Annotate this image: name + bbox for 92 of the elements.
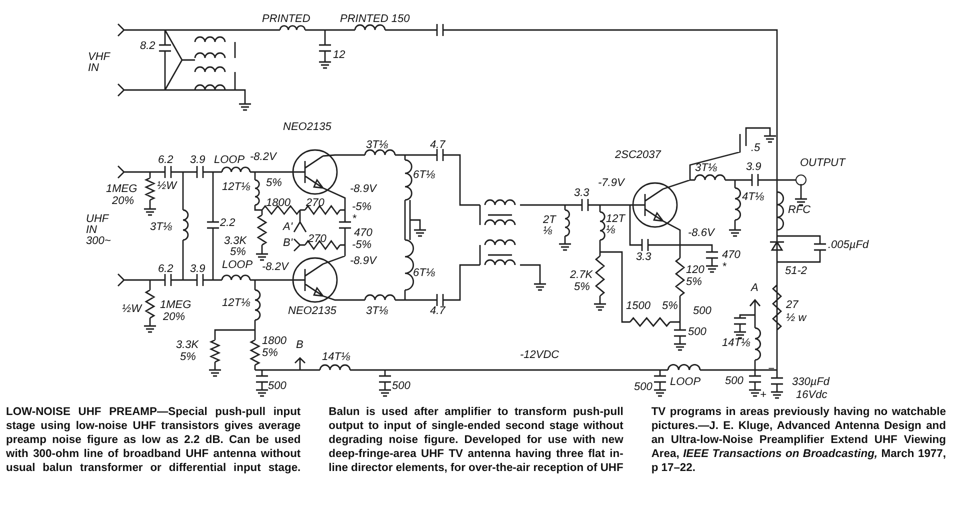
value-label: 20% bbox=[163, 312, 186, 323]
voltage-label: -12VDC bbox=[520, 350, 560, 361]
coil-label: 6T⅛ bbox=[413, 170, 436, 181]
coil-label: LOOP bbox=[670, 377, 701, 388]
value-label: 5% bbox=[230, 247, 246, 258]
terminal-label: OUTPUT bbox=[800, 158, 846, 169]
value-label: 1500 bbox=[626, 301, 650, 312]
value-label: ½W bbox=[122, 304, 142, 315]
voltage-label: -8.2V bbox=[250, 152, 276, 163]
value-label: 6.2 bbox=[158, 155, 174, 166]
voltage-label: -8.9V bbox=[350, 184, 376, 195]
value-label: 120 bbox=[686, 265, 704, 276]
coil-label: 12T⅛ bbox=[222, 182, 250, 193]
value-label: 2.7K bbox=[570, 270, 593, 281]
value-label: 500 bbox=[688, 327, 706, 338]
value-label: 5% bbox=[662, 301, 678, 312]
value-label: 3.9 bbox=[190, 264, 206, 275]
coil-label: 3T⅛ bbox=[366, 140, 388, 151]
value-label: 8.2 bbox=[140, 41, 156, 52]
value-label: 1MEG bbox=[106, 184, 138, 195]
value-label: 1800 bbox=[266, 198, 290, 209]
voltage-label: -8.2V bbox=[262, 262, 288, 273]
value-label: 500 bbox=[725, 376, 744, 387]
value-label: 3.3K bbox=[176, 340, 199, 351]
coil-label: PRINTED 150 bbox=[340, 14, 410, 25]
value-label: 270 bbox=[308, 234, 326, 245]
value-label: 3.3K bbox=[224, 236, 247, 247]
note-mark: * bbox=[722, 262, 726, 273]
value-label: 4.7 bbox=[430, 140, 446, 151]
value-label: .005µFd bbox=[828, 240, 869, 251]
value-label: 5% bbox=[266, 178, 282, 189]
coil-label: PRINTED bbox=[262, 14, 310, 25]
value-label: -5% bbox=[352, 202, 372, 213]
value-label: 3.9 bbox=[746, 162, 762, 173]
value-label: 6.2 bbox=[158, 264, 174, 275]
part-number: NEO2135 bbox=[283, 122, 332, 133]
terminal-label: A' bbox=[283, 222, 292, 233]
note-mark: + bbox=[760, 390, 766, 401]
terminal-label: VHF IN bbox=[88, 52, 112, 74]
coil-label: LOOP bbox=[214, 155, 245, 166]
value-label: 3.9 bbox=[190, 155, 206, 166]
coil-label: 2T ⅛ bbox=[543, 215, 558, 237]
value-label: 5% bbox=[686, 277, 702, 288]
coil-label: 12T ⅛ bbox=[606, 214, 626, 236]
coil-label: RFC bbox=[788, 205, 811, 216]
value-label: 330µFd bbox=[792, 377, 830, 388]
value-label: 12 bbox=[333, 50, 346, 61]
value-label: 5% bbox=[574, 282, 590, 293]
value-label: 20% bbox=[112, 196, 134, 207]
value-label: 500 bbox=[634, 382, 652, 393]
caption-text: LOW-NOISE UHF PREAMP—Special push-pull input stage using low-noise UHF transistors gives average preamp noise figure as low as 2.2 dB. Can be used with 300-ohm line of broadband UHF antenna without usual balun transformer or differential input stage. Balun is used after amplifier to transform push-pull output to input of single-ended second stage without degrading noise figure. Developed for use with new deep-fringe-area UHF TV antenna having three flat in-line director elements, for over-the-air reception of UHF TV programs in areas previously having no watchable pictures.—J. E. Kluge, Advanced Antenna Design and an Ultra-low-Noise Preamplifier Extend UHF Viewing Area, IEEE Transactions on Broadcasting, March 1977, p 17–22. bbox=[6, 405, 946, 475]
coil-label: 6T⅛ bbox=[413, 268, 436, 279]
value-label: 500 bbox=[693, 306, 712, 317]
value-label: ½ w bbox=[786, 313, 806, 324]
voltage-label: -7.9V bbox=[598, 178, 624, 189]
value-label: 3.3 bbox=[636, 252, 652, 263]
value-label: 1800 bbox=[262, 336, 286, 347]
value-label: 3.3 bbox=[574, 188, 590, 199]
voltage-label: -8.6V bbox=[688, 228, 714, 239]
value-label: 51-2 bbox=[785, 266, 808, 277]
value-label: 16Vdc bbox=[796, 390, 828, 401]
value-label: 2.2 bbox=[220, 218, 236, 229]
coil-label: 12T⅛ bbox=[222, 298, 250, 309]
value-label: 470 bbox=[722, 250, 740, 261]
voltage-label: -8.9V bbox=[350, 256, 376, 267]
value-label: 4.7 bbox=[430, 306, 446, 317]
value-label: 470 bbox=[354, 228, 372, 239]
coil-label: 4T⅛ bbox=[742, 192, 764, 203]
value-label: 1MEG bbox=[160, 300, 192, 311]
value-label: 500 bbox=[268, 381, 286, 392]
coil-label: 3T⅛ bbox=[366, 306, 388, 317]
value-label: 27 bbox=[786, 300, 798, 311]
value-label: 500 bbox=[392, 381, 410, 392]
terminal-label: A bbox=[751, 283, 758, 294]
note-mark: * bbox=[352, 214, 356, 225]
value-label: 5% bbox=[262, 348, 278, 359]
coil-label: 14T⅛ bbox=[322, 352, 350, 363]
terminal-label: UHF IN 300~ bbox=[86, 214, 112, 247]
coil-label: 3T⅛ bbox=[695, 163, 718, 174]
part-number: 2SC2037 bbox=[615, 150, 661, 161]
coil-label: 14T⅛ bbox=[722, 338, 750, 349]
value-label: ½W bbox=[157, 181, 177, 192]
terminal-label: B' bbox=[283, 238, 292, 249]
value-label: .5 bbox=[751, 143, 760, 154]
terminal-label: B bbox=[296, 340, 304, 351]
part-number: NEO2135 bbox=[288, 306, 336, 317]
value-label: -5% bbox=[352, 240, 372, 251]
coil-label: 3T⅛ bbox=[150, 222, 172, 233]
value-label: 5% bbox=[180, 352, 196, 363]
note-mark: − bbox=[768, 364, 774, 375]
coil-label: LOOP bbox=[222, 260, 253, 271]
value-label: 270 bbox=[306, 198, 324, 209]
